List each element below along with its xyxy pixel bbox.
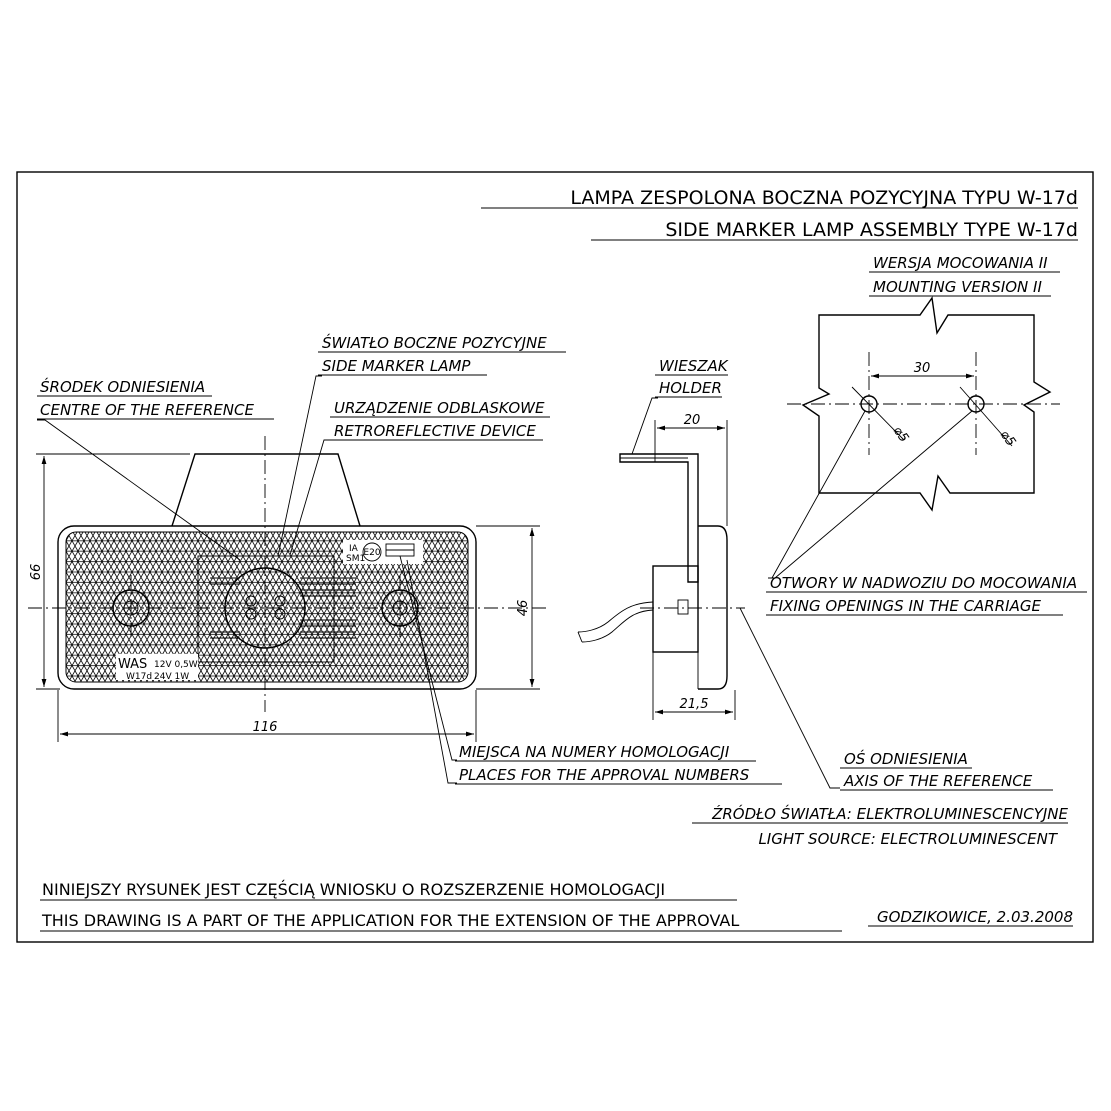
dim-depth: 21,5	[680, 697, 709, 712]
dim-hole-dia-right: ⌀5	[997, 428, 1019, 450]
dim-hole-spacing: 30	[914, 361, 931, 376]
mark-12v: 12V 0,5W	[154, 660, 198, 670]
mark-sm1: SM1	[346, 554, 365, 564]
label-side-lamp-en: SIDE MARKER LAMP	[322, 357, 471, 375]
mark-ia: IA	[349, 544, 359, 554]
title-block: LAMPA ZESPOLONA BOCZNA POZYCYJNA TYPU W-…	[481, 187, 1078, 241]
label-fixing-pl: OTWORY W NADWOZIU DO MOCOWANIA	[770, 574, 1077, 592]
side-housing	[652, 565, 699, 653]
retroreflector-area	[65, 531, 469, 683]
dim-hole-dia-left: ⌀5	[890, 424, 912, 446]
label-centre-pl: ŚRODEK ODNIESIENIA	[40, 377, 205, 396]
fixing-hole-right	[967, 395, 985, 413]
fixing-hole-left	[860, 395, 878, 413]
mark-e20: E20	[363, 548, 380, 558]
label-centre-en: CENTRE OF THE REFERENCE	[40, 401, 254, 419]
footer: NINIEJSZY RYSUNEK JEST CZĘŚCIĄ WNIOSKU O…	[40, 880, 1073, 932]
side-lens	[698, 525, 728, 690]
label-side-lamp-pl: ŚWIATŁO BOCZNE POZYCYJNE	[322, 333, 547, 352]
title-polish: LAMPA ZESPOLONA BOCZNA POZYCYJNA TYPU W-…	[570, 187, 1078, 209]
side-marker-window	[197, 555, 335, 663]
title-english: SIDE MARKER LAMP ASSEMBLY TYPE W-17d	[665, 219, 1078, 241]
side-view: 20 21,5	[577, 397, 840, 789]
label-retro-en: RETROREFLECTIVE DEVICE	[334, 422, 536, 440]
label-retro-pl: URZĄDZENIE ODBLASKOWE	[334, 399, 545, 417]
label-axis-en: AXIS OF THE REFERENCE	[843, 772, 1033, 790]
statement-english: THIS DRAWING IS A PART OF THE APPLICATIO…	[41, 911, 739, 930]
power-cable	[577, 601, 654, 633]
dim-height-outer: 66	[29, 564, 44, 581]
mark-model: W17d	[126, 672, 152, 682]
dim-height-inner: 46	[516, 600, 531, 617]
label-fixing-en: FIXING OPENINGS IN THE CARRIAGE	[770, 597, 1041, 615]
mounting-detail: WERSJA MOCOWANIA II MOUNTING VERSION II …	[768, 254, 1060, 579]
dim-holder-width: 20	[684, 413, 701, 428]
label-approval-en: PLACES FOR THE APPROVAL NUMBERS	[459, 766, 750, 784]
light-source-note: ŹRÓDŁO ŚWIATŁA: ELEKTROLUMINESCENCYJNE L…	[692, 804, 1069, 848]
statement-polish: NINIEJSZY RYSUNEK JEST CZĘŚCIĄ WNIOSKU O…	[42, 880, 665, 899]
label-axis-pl: OŚ ODNIESIENIA	[844, 749, 968, 768]
label-mounting-en: MOUNTING VERSION II	[873, 278, 1042, 296]
mark-was: WAS	[118, 657, 147, 672]
label-mounting-pl: WERSJA MOCOWANIA II	[873, 254, 1048, 272]
leader-labels-mounting: OTWORY W NADWOZIU DO MOCOWANIA FIXING OP…	[766, 574, 1087, 616]
label-approval-pl: MIEJSCA NA NUMERY HOMOLOGACJI	[459, 743, 730, 761]
label-holder-en: HOLDER	[659, 379, 722, 397]
label-source-en: LIGHT SOURCE: ELECTROLUMINESCENT	[758, 830, 1058, 848]
place-date: GODZIKOWICE, 2.03.2008	[877, 908, 1073, 926]
label-holder-pl: WIESZAK	[659, 357, 729, 375]
dim-width: 116	[253, 720, 278, 735]
front-view: IA SM1 E20 WAS W17d 12V 0,5W 24V 1W 66 4…	[28, 375, 548, 784]
mark-24v: 24V 1W	[154, 672, 189, 682]
drawing-frame	[16, 171, 1094, 943]
lamp-body-outline	[57, 525, 477, 690]
carriage-panel-outline	[801, 296, 1052, 512]
leader-labels-front: ŚWIATŁO BOCZNE POZYCYJNE SIDE MARKER LAM…	[37, 333, 782, 785]
leader-labels-side: WIESZAK HOLDER OŚ ODNIESIENIA AXIS OF TH…	[655, 357, 1053, 791]
label-source-pl: ŹRÓDŁO ŚWIATŁA: ELEKTROLUMINESCENCYJNE	[711, 804, 1068, 823]
